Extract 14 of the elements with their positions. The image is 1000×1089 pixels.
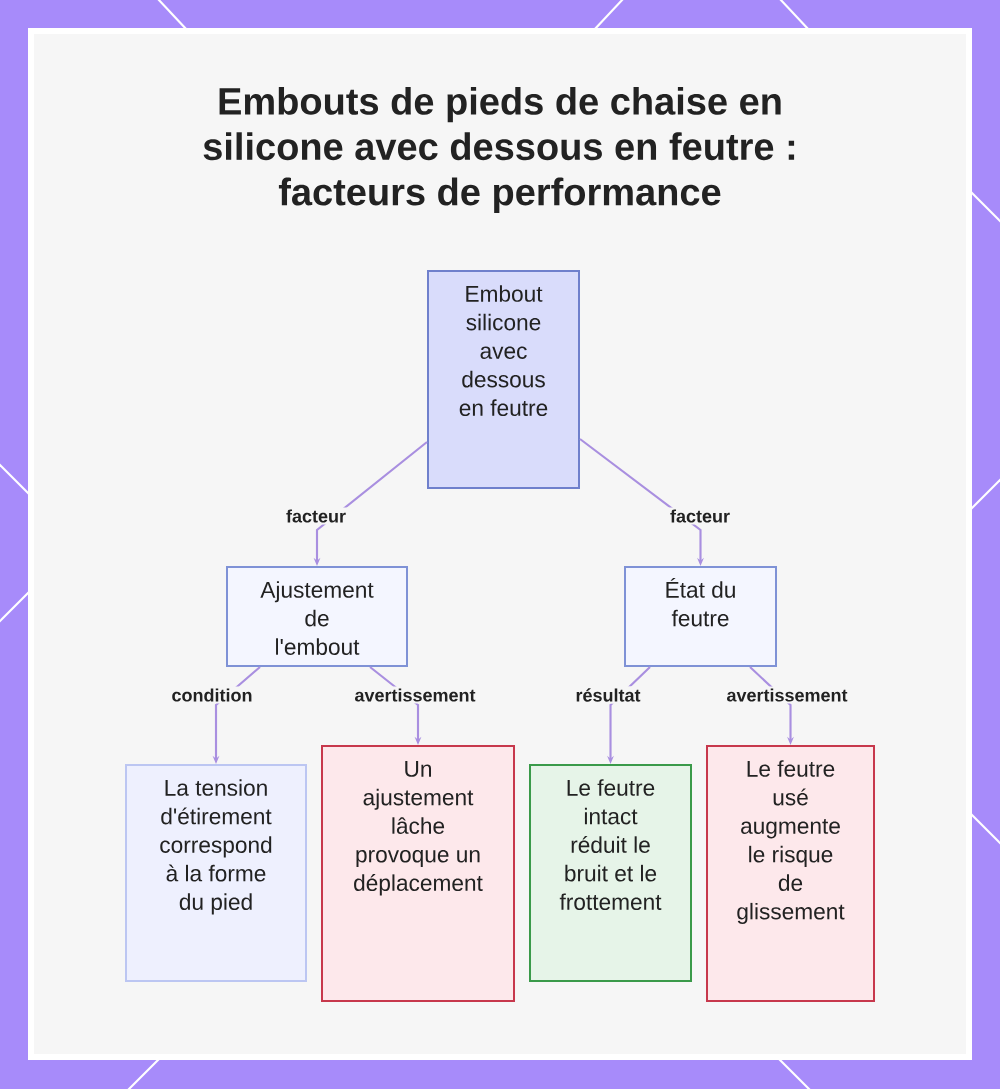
edge-label: condition [169, 686, 255, 704]
edge-label: avertissement [724, 686, 850, 704]
edge-label: résultat [573, 686, 643, 704]
leaf-box: Le feutre usé augmente le risque de glissement [706, 745, 875, 1002]
leaf-box: Un ajustement lâche provoque un déplacement [321, 745, 515, 1002]
branch-box: État du feutre [624, 566, 777, 667]
title: Embouts de pieds de chaise en silicone avec dessous en feutre : facteurs de performance [203, 86, 795, 214]
edge-label: facteur [668, 507, 732, 525]
branch-box: Ajustement de l'embout [226, 566, 408, 667]
main-box: Embout silicone avec dessous en feutre [427, 270, 580, 489]
leaf-box: Le feutre intact réduit le bruit et le frottement [529, 764, 692, 982]
leaf-box: La tension d'étirement correspond à la forme du pied [125, 764, 307, 982]
edge-label: avertissement [352, 686, 478, 704]
edge-label: facteur [284, 507, 348, 525]
